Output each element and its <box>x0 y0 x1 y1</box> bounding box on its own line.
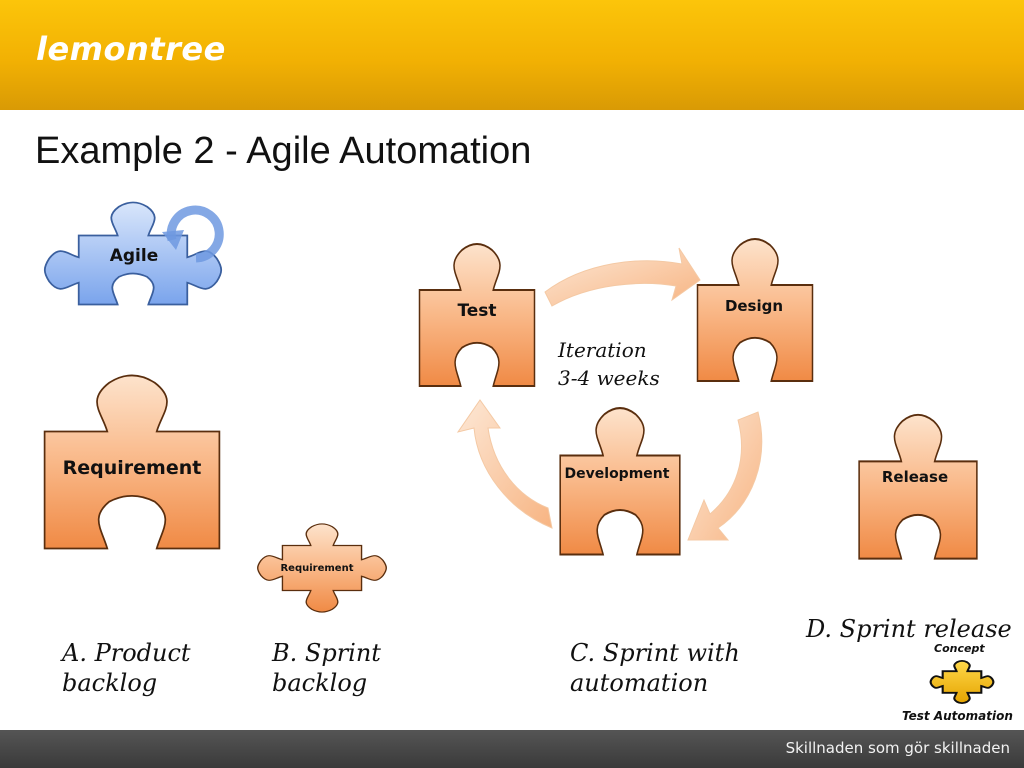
test-automation-label: Test Automation <box>902 709 1013 723</box>
release-puzzle-piece-icon <box>858 413 978 560</box>
lemontree-logo: lemontree <box>36 30 226 68</box>
requirement-small-label: Requirement <box>280 563 353 574</box>
flow-arrow-icon <box>687 411 763 541</box>
flow-arrow-icon <box>544 247 701 307</box>
cycle-arrow-icon <box>162 205 224 263</box>
flow-arrow-icon <box>456 399 553 529</box>
test-automation-puzzle-icon <box>929 659 995 705</box>
caption-sprint-automation: C. Sprint with automation <box>570 639 740 697</box>
caption-sprint-backlog: B. Sprint backlog <box>272 639 381 697</box>
concept-label: Concept <box>934 642 985 655</box>
footer-bar: Skillnaden som gör skillnaden <box>0 730 1024 768</box>
development-label: Development <box>565 466 670 482</box>
caption-product-backlog: A. Product backlog <box>62 639 191 697</box>
footer-tagline: Skillnaden som gör skillnaden <box>785 739 1010 757</box>
agile-label: Agile <box>110 246 159 266</box>
test-label: Test <box>457 301 496 321</box>
header-bar: lemontree <box>0 0 1024 110</box>
requirement-large-label: Requirement <box>63 457 202 479</box>
caption-sprint-release: D. Sprint release <box>806 615 1012 643</box>
design-label: Design <box>725 297 783 315</box>
release-label: Release <box>882 468 948 486</box>
iteration-length-text: Iteration 3-4 weeks <box>558 338 660 390</box>
slide-title: Example 2 - Agile Automation <box>35 130 532 172</box>
